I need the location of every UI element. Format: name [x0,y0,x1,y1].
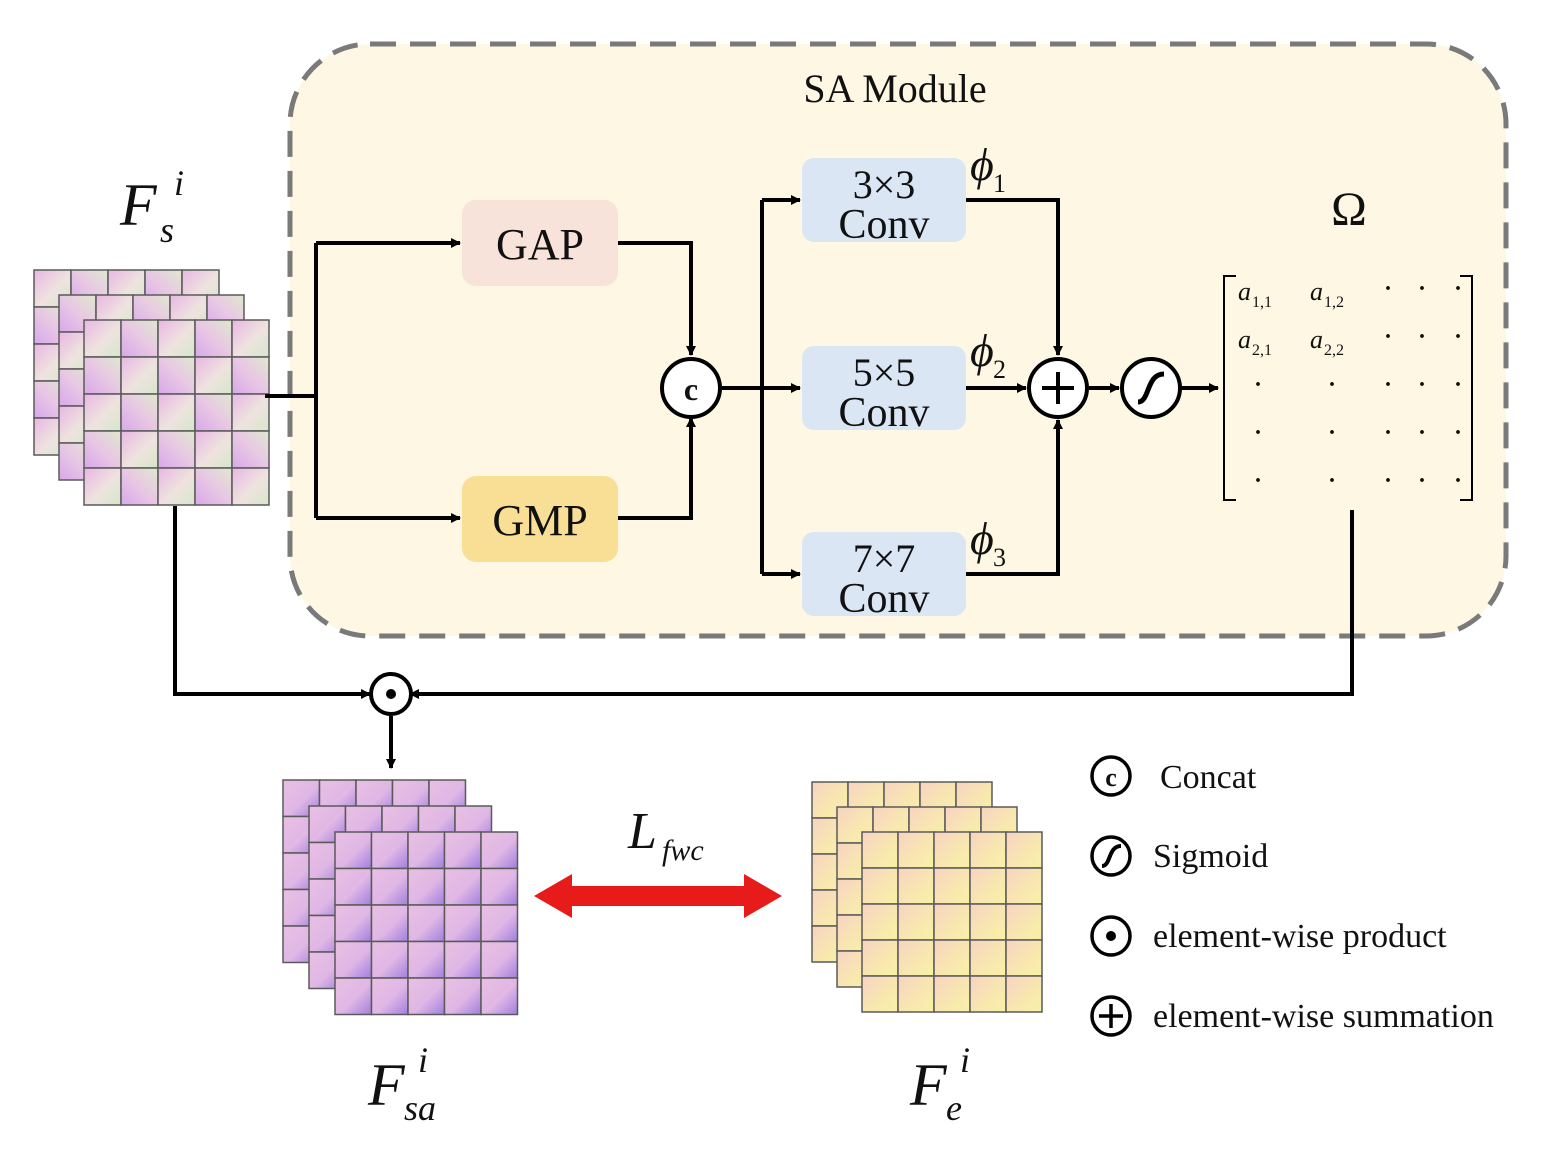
svg-text:1,1: 1,1 [1252,294,1272,311]
svg-text:L: L [627,803,657,860]
matrix-dot: · [1384,324,1392,350]
loss-double-arrow [534,874,782,918]
svg-text:i: i [418,1040,428,1080]
svg-text:Sigmoid: Sigmoid [1153,838,1268,875]
svg-text:1,2: 1,2 [1324,294,1344,311]
label-fsa: F sa i [367,1040,436,1128]
sa-module-title: SA Module [803,66,986,111]
svg-text:F: F [119,172,158,238]
stack-fsa-layer-3 [334,831,519,1016]
matrix-dot: · [1384,468,1392,494]
gmp-block: GMP [462,476,618,562]
loss-label: L fwc [627,803,704,867]
conv-5x5-block: 5×5 Conv [802,346,966,436]
conv-3x3-block: 3×3 Conv [802,158,966,248]
matrix-dot: · [1328,420,1336,446]
stack-fe-layer-3 [861,831,1043,1013]
svg-text:Conv: Conv [838,202,929,248]
svg-text:e: e [946,1088,962,1128]
matrix-dot: · [1418,420,1426,446]
connectors [173,195,1354,769]
feature-stack-fs [33,269,270,506]
svg-text:c: c [1105,763,1117,792]
matrix-dot: · [1384,372,1392,398]
matrix-dot: · [1254,372,1262,398]
svg-text:F: F [367,1052,406,1118]
sum-operator [1027,357,1089,419]
matrix-dot: · [1384,276,1392,302]
label-fs: F s i [119,163,184,250]
svg-text:7×7: 7×7 [853,536,916,581]
legend-sum: element-wise summation [1090,995,1494,1037]
svg-text:c: c [684,371,698,407]
phi-1-label: ϕ 1 [970,139,1006,198]
feature-stack-fsa [282,779,519,1016]
svg-text:a: a [1238,277,1251,306]
conv-7x7-block: 7×7 Conv [802,532,966,622]
matrix-dot: · [1454,324,1462,350]
matrix-dot: · [1418,468,1426,494]
svg-text:3: 3 [993,543,1006,572]
svg-text:2: 2 [993,355,1006,384]
svg-text:ϕ: ϕ [970,325,994,376]
svg-text:a: a [1310,277,1323,306]
legend-sigmoid: Sigmoid [1090,835,1268,877]
svg-text:a: a [1310,325,1323,354]
product-operator [369,672,413,716]
matrix-dot: · [1454,276,1462,302]
svg-text:2,1: 2,1 [1252,342,1272,359]
svg-text:GMP: GMP [492,496,587,545]
matrix-dot: · [1418,324,1426,350]
matrix-dot: · [1418,276,1426,302]
svg-text:ϕ: ϕ [970,513,994,564]
phi-2-label: ϕ 2 [970,325,1006,384]
svg-text:fwc: fwc [662,834,704,867]
svg-text:s: s [160,210,174,250]
sigmoid-operator [1120,357,1182,419]
svg-text:i: i [960,1040,970,1080]
legend: c Concat Sigmoid element-wise product el… [1090,755,1494,1037]
svg-text:1: 1 [993,169,1006,198]
svg-text:GAP: GAP [496,220,584,269]
svg-text:Conv: Conv [838,576,929,622]
svg-text:Conv: Conv [838,390,929,436]
label-fe: F e i [909,1040,970,1128]
matrix-dot: · [1418,372,1426,398]
concat-operator: c [660,357,722,419]
matrix-dot: · [1454,420,1462,446]
feature-stack-fe [811,781,1043,1013]
svg-text:ϕ: ϕ [970,139,994,190]
svg-text:2,2: 2,2 [1324,342,1344,359]
phi-3-label: ϕ 3 [970,513,1006,572]
svg-text:a: a [1238,325,1251,354]
matrix-dot: · [1328,372,1336,398]
omega-symbol: Ω [1331,183,1367,236]
matrix-dot: · [1254,468,1262,494]
stack-fs-layer-3 [83,319,270,506]
svg-text:3×3: 3×3 [853,162,916,207]
svg-text:sa: sa [404,1088,436,1128]
svg-text:element-wise product: element-wise product [1153,918,1447,955]
svg-text:F: F [909,1052,948,1118]
legend-concat: c Concat [1090,755,1257,797]
matrix-dot: · [1454,468,1462,494]
legend-product: element-wise product [1090,915,1447,957]
svg-text:element-wise summation: element-wise summation [1153,998,1494,1035]
svg-text:5×5: 5×5 [853,350,916,395]
matrix-dot: · [1384,420,1392,446]
omega-matrix: a 1,1 a 1,2 a 2,1 a 2,2 · · · · · · · · · · · · · · · ·… [1223,275,1473,501]
matrix-dot: · [1454,372,1462,398]
matrix-dot: · [1328,468,1336,494]
svg-text:Concat: Concat [1160,759,1257,796]
gap-block: GAP [462,200,618,286]
matrix-dot: · [1254,420,1262,446]
svg-text:i: i [174,163,184,203]
